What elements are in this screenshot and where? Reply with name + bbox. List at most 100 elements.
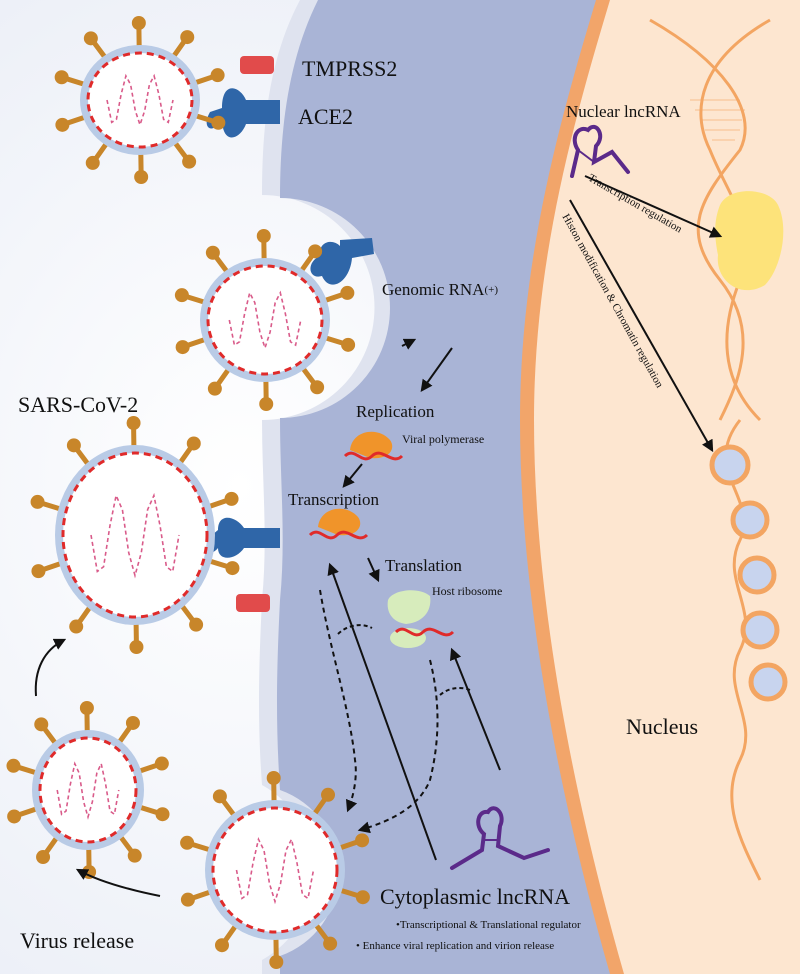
nuclear-lncrna-label: Nuclear lncRNA	[566, 102, 681, 121]
spike-head	[7, 809, 22, 824]
spike-head	[186, 436, 201, 451]
spike-protein	[298, 252, 316, 274]
virion-top	[54, 16, 226, 184]
spike-protein	[214, 366, 232, 388]
spike-head	[125, 715, 140, 730]
spike-protein	[192, 113, 218, 125]
spike-protein	[14, 764, 39, 776]
spike-head	[155, 807, 170, 822]
spike-head	[83, 31, 98, 46]
viral-rna	[235, 836, 315, 905]
spike-protein	[189, 889, 214, 901]
viral-polymerase-1	[343, 431, 404, 461]
spike-protein	[42, 834, 60, 857]
translation-label: Translation	[385, 556, 462, 575]
spike-head	[69, 619, 84, 634]
spike-head	[66, 438, 81, 453]
tmprss2-label: TMPRSS2	[302, 56, 398, 81]
spike-protein	[172, 139, 190, 161]
virions	[6, 16, 370, 969]
spike-head	[30, 494, 45, 509]
spike-head	[189, 617, 204, 632]
spike-head	[225, 561, 240, 576]
spike-head	[54, 70, 69, 85]
spike-head	[355, 890, 370, 905]
cytoplasmic-lncrna-label: Cytoplasmic lncRNA	[380, 884, 571, 909]
spike-head	[31, 564, 46, 579]
spike-protein	[117, 833, 135, 855]
spike-protein	[183, 336, 208, 349]
spike-head	[259, 396, 274, 411]
bullet-regulator: •Transcriptional & Translational regulat…	[396, 919, 581, 931]
spike-head	[129, 639, 144, 654]
spike-head	[355, 833, 370, 848]
spike-protein	[116, 723, 134, 746]
spike-protein	[336, 839, 361, 851]
arrow-histone-regulation	[569, 199, 714, 453]
spike-protein	[92, 140, 110, 163]
spike-head	[211, 115, 226, 130]
spike-head	[182, 154, 197, 169]
genomic-rna-label: Genomic RNA(+)	[382, 280, 498, 299]
spike-head	[180, 892, 195, 907]
virion-core	[61, 451, 209, 619]
spike-protein	[206, 497, 231, 510]
replication-label: Replication	[356, 402, 435, 421]
spike-protein	[313, 921, 331, 943]
viral-rna	[56, 761, 120, 820]
spike-head	[85, 155, 100, 170]
tmprss2-receptor-mid	[236, 594, 270, 612]
virion-core	[211, 806, 339, 934]
tmprss2-receptor	[240, 56, 274, 74]
virus-release-label: Virus release	[20, 928, 135, 953]
viral-rna	[106, 73, 174, 128]
spike-head	[308, 244, 323, 259]
host-ribosome-glyph	[387, 590, 455, 648]
spike-protein	[170, 37, 188, 60]
spike-protein	[322, 291, 347, 304]
cytoplasm-arrows	[34, 338, 501, 897]
spike-protein	[221, 923, 239, 945]
yellow-blob	[715, 191, 784, 291]
spike-protein	[179, 602, 197, 624]
nuclear-lncrna-glyph	[570, 124, 630, 178]
spike-head	[174, 288, 189, 303]
spike-head	[127, 848, 142, 863]
spike-head	[207, 381, 222, 396]
viral-polymerase-2	[308, 508, 369, 540]
spike-protein	[337, 887, 362, 899]
spike-head	[269, 954, 284, 969]
genomic-rna-sup: (+)	[484, 284, 498, 296]
spike-head	[36, 850, 51, 865]
spike-protein	[39, 560, 64, 573]
spike-head	[180, 835, 195, 850]
spike-head	[180, 30, 195, 45]
virion-budding	[180, 771, 370, 969]
spike-head	[131, 16, 146, 31]
spike-head	[175, 340, 190, 355]
viral-polymerase-label: Viral polymerase	[402, 432, 485, 446]
spike-head	[212, 789, 227, 804]
spike-protein	[219, 797, 237, 819]
transcription-label: Transcription	[288, 490, 379, 509]
virion-core	[206, 264, 324, 376]
bullet-enhance: • Enhance viral replication and virion r…	[356, 940, 555, 952]
spike-protein	[322, 335, 347, 347]
cytoplasmic-lncrna-glyph	[450, 806, 550, 870]
host-ribosome-label: Host ribosome	[432, 584, 503, 598]
spike-head	[154, 756, 169, 771]
spike-head	[266, 771, 281, 786]
spike-head	[341, 337, 356, 352]
nucleus-label: Nucleus	[626, 714, 699, 739]
spike-head	[205, 245, 220, 260]
spike-protein	[15, 806, 40, 818]
spike-protein	[38, 500, 63, 512]
spike-head	[256, 229, 271, 244]
virion-core	[86, 51, 194, 149]
spike-head	[214, 938, 229, 953]
histone-beads	[709, 444, 788, 702]
virion-large	[30, 416, 240, 654]
viral-rna	[90, 492, 180, 579]
